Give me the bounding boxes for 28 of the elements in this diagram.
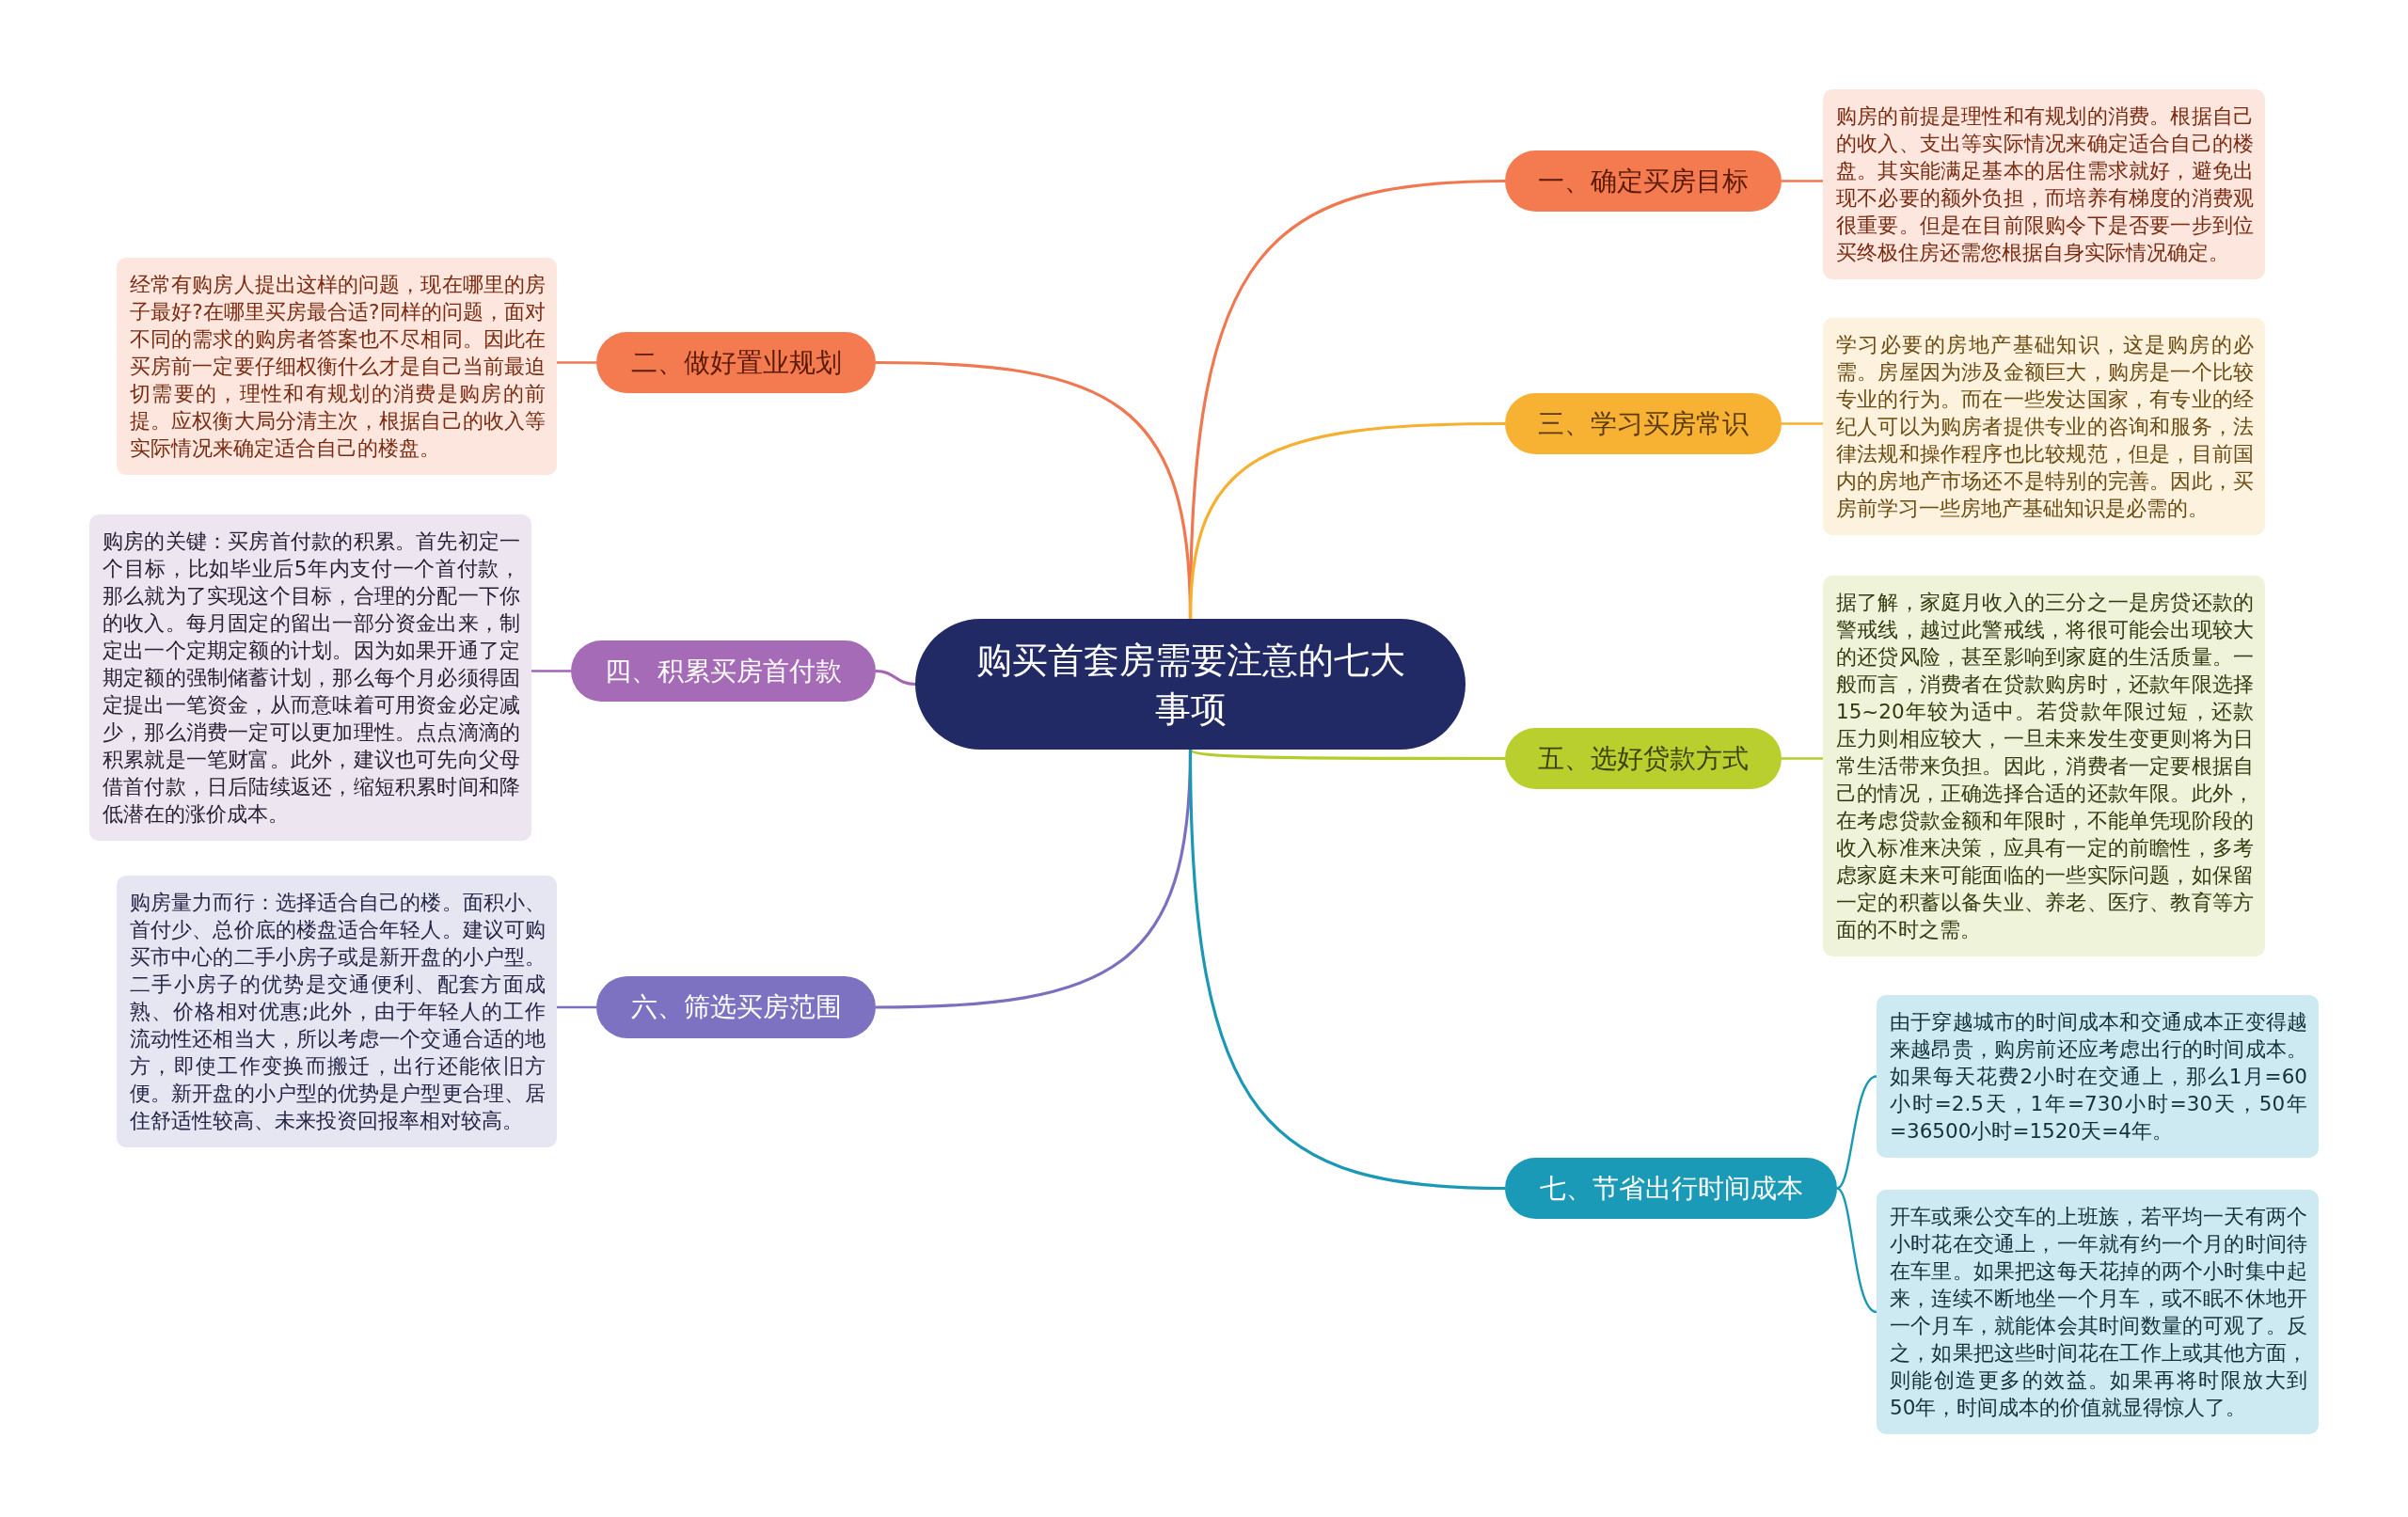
branch-box: 三、学习买房常识 (1505, 393, 1782, 454)
note-box: 经常有购房人提出这样的问题，现在哪里的房子最好?在哪里买房最合适?同样的问题，面对不同的需求的购房者答案也不尽相同。因此在买房前一定要仔细权衡什么才是自己当前最迫切需要的，理性和有规划的消费是购房的前提。应权衡大局分清主次，根据自己的收入等实际情况来确定适合自己的楼盘。 (117, 258, 557, 475)
connector-line (1782, 757, 1823, 760)
connector-line (531, 670, 571, 672)
branch-box: 五、选好贷款方式 (1505, 728, 1782, 789)
connector-line (875, 669, 916, 687)
connector-line (1836, 1187, 1877, 1314)
note-box: 购房的前提是理性和有规划的消费。根据自己的收入、支出等实际情况来确定适合自己的楼盘。其实能满足基本的居住需求就好，避免出现不必要的额外负担，而培养有梯度的消费观很重要。但是在目前限购令下是否要一步到位买终极住房还需您根据自身实际情况确定。 (1823, 89, 2265, 279)
note-box: 购房量力而行：选择适合自己的楼。面积小、首付少、总价底的楼盘适合年轻人。建议可购买市中心的二手小房子或是新开盘的小户型。二手小房子的优势是交通便利、配套方面成熟、价格相对优惠;此外，由于年轻人的工作流动性还相当大，所以考虑一个交通合适的地方，即使工作变换而搬迁，出行还能依旧方便。新开盘的小户型的优势是户型更合理、居住舒适性较高、未来投资回报率相对较高。 (117, 876, 557, 1147)
note-box: 由于穿越城市的时间成本和交通成本正变得越来越昂贵，购房前还应考虑出行的时间成本。如果每天花费2小时在交通上，那么1月=60小时=2.5天，1年=730小时=30天，50年=36500小时=1520天=4年。 (1877, 995, 2319, 1158)
connector-line (557, 1005, 596, 1009)
note-box: 购房的关键：买房首付款的积累。首先初定一个目标，比如毕业后5年内支付一个首付款，那么就为了实现这个目标，合理的分配一下你的收入。每月固定的留出一部分资金出来，制定出一个定期定额的计划。因为如果开通了定期定额的强制储蓄计划，那么每个月必须得固定提出一笔资金，从而意味着可用资金必定减少，那么消费一定可以更加理性。点点滴滴的积累就是一笔财富。此外，建议也可先向父母借首付款，日后陆续返还，缩短积累时间和降低潜在的涨价成本。 (89, 514, 531, 841)
branch-box: 七、节省出行时间成本 (1505, 1158, 1837, 1219)
note-box: 据了解，家庭月收入的三分之一是房贷还款的警戒线，越过此警戒线，将很可能会出现较大的还贷风险，甚至影响到家庭的生活质量。一般而言，消费者在贷款购房时，还款年限选择15~20年较为适中。若贷款年限过短，还款压力则相应较大，一旦未来发生变更则将为日常生活带来负担。因此，消费者一定要根据自己的情况，正确选择合适的还款年限。此外，在考虑贷款金额和年限时，不能单凭现阶段的收入标准来决策，应具有一定的前瞻性，多考虑家庭未来可能面临的一些实际问题，如保留一定的积蓄以备失业、养老、医疗、教育等方面的不时之需。 (1823, 576, 2265, 956)
connector-line (1188, 749, 1506, 1191)
topic-box: 购买首套房需要注意的七大事项 (915, 619, 1465, 750)
note-box: 开车或乘公交车的上班族，若平均一天有两个小时花在交通上，一年就有约一个月的时间待在车里。如果把这每天花掉的两个小时集中起来，连续不断地坐一个月车，或不眠不休地开一个月车，就能体会其时间数量的可观了。反之，如果把这些时间花在工作上或其他方面，则能创造更多的效益。如果再将时限放大到50年，时间成本的价值就显得惊人了。 (1877, 1190, 2319, 1434)
connector-line (1189, 748, 1505, 761)
branch-box: 四、积累买房首付款 (571, 640, 876, 702)
connector-line (1188, 421, 1505, 620)
note-box: 学习必要的房地产基础知识，这是购房的必需。房屋因为涉及金额巨大，购房是一个比较专业的行为。而在一些发达国家，有专业的经纪人可以为购房者提供专业的咨询和服务，法律法规和操作程序也比较规范，但是，目前国内的房地产市场还不是特别的完善。因此，买房前学习一些房地产基础知识是必需的。 (1823, 318, 2265, 535)
connector-line (1836, 1075, 1877, 1190)
branch-box: 二、做好置业规划 (596, 332, 876, 393)
connector-line (557, 361, 596, 364)
connector-line (1782, 180, 1823, 182)
branch-box: 六、筛选买房范围 (596, 976, 876, 1038)
connector-line (1782, 422, 1823, 425)
branch-box: 一、确定买房目标 (1505, 150, 1782, 212)
